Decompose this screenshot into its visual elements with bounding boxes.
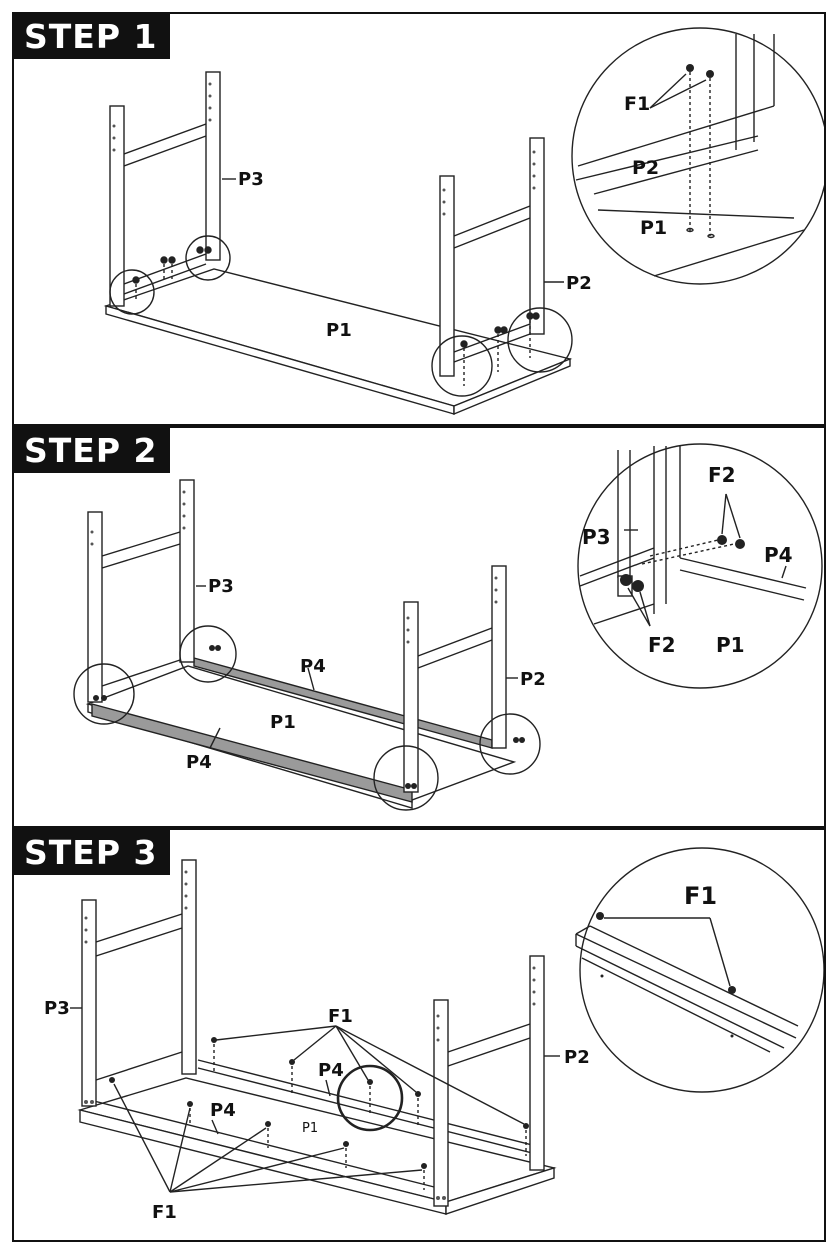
step-1-drawing: P3 P2 P1 F1 P2 P1 <box>103 27 824 416</box>
step-2-detail-label-p1: P1 <box>716 633 745 657</box>
step-3-detail-label-f1: F1 <box>684 882 717 910</box>
step-1-left-frame <box>109 71 221 307</box>
step-1-label-p2: P2 <box>566 273 592 294</box>
step-2-front-rail <box>91 703 413 803</box>
step-3-label-p3: P3 <box>44 998 70 1019</box>
step-2-title: STEP 2 <box>14 428 171 473</box>
step-2-drawing: P3 P2 P4 P1 P4 <box>73 443 823 811</box>
step-3-label-p4-back: P4 <box>318 1060 344 1081</box>
step-3-f1-leaders-top <box>215 1025 525 1125</box>
step-2-detail-label-f2-top: F2 <box>708 463 736 487</box>
step-1-title: STEP 1 <box>14 14 171 59</box>
step-3-f1-leaders-bottom <box>113 1083 423 1193</box>
step-3-label-f1-bottom: F1 <box>152 1202 177 1223</box>
step-2-callout-circle-2 <box>179 625 237 683</box>
step-1-callout-circle-2 <box>185 235 231 281</box>
step-3-detail-view <box>575 847 824 1093</box>
step-2-label-p3: P3 <box>208 576 234 597</box>
step-1-callout-circle-4 <box>507 307 573 373</box>
step-1-screw-guides <box>135 264 531 386</box>
step-3-label-p2: P2 <box>564 1047 590 1068</box>
step-2-label-p2: P2 <box>520 669 546 690</box>
step-2-callout-circle-3 <box>373 745 439 811</box>
step-2-left-frame <box>87 479 195 703</box>
step-3-panel: STEP 3 <box>12 828 826 1242</box>
step-1-detail-label-f1: F1 <box>624 93 650 115</box>
step-1-right-frame <box>439 137 545 377</box>
step-1-label-p3: P3 <box>238 169 264 190</box>
step-2-label-p4-front: P4 <box>186 752 212 773</box>
step-1-detail-label-p1: P1 <box>640 217 667 239</box>
step-1-detail-view <box>571 27 824 285</box>
step-1-label-p1: P1 <box>326 320 352 341</box>
step-1-detail-label-p2: P2 <box>632 157 659 179</box>
step-1-callout-circle-1 <box>109 269 155 315</box>
step-2-detail-label-p3: P3 <box>582 525 611 549</box>
step-2-detail-label-p4: P4 <box>764 543 793 567</box>
step-1-panel: STEP 1 <box>12 12 826 426</box>
step-3-label-p4-front: P4 <box>210 1100 236 1121</box>
step-3-screws <box>109 1037 529 1169</box>
step-3-right-frame <box>433 955 545 1207</box>
step-2-callout-circle-1 <box>73 663 135 725</box>
step-2-label-p1: P1 <box>270 712 296 733</box>
step-3-label-f1-top: F1 <box>328 1006 353 1027</box>
step-1-base-panel <box>103 268 573 416</box>
step-3-callout-circle <box>336 1064 404 1132</box>
step-3-base-panel <box>77 1059 557 1215</box>
step-3-title: STEP 3 <box>14 830 171 875</box>
step-2-callout-circle-4 <box>479 713 541 775</box>
step-2-panel: STEP 2 <box>12 426 826 828</box>
step-3-left-frame <box>81 859 197 1107</box>
step-1-screws <box>132 246 540 348</box>
step-3-label-p1: P1 <box>302 1121 318 1136</box>
step-2-label-p4-back: P4 <box>300 656 326 677</box>
step-3-drawing: P3 P2 F1 P4 P4 P1 F1 F1 <box>44 847 824 1223</box>
step-2-right-frame <box>403 565 507 793</box>
step-2-bolts <box>93 645 525 789</box>
step-2-detail-label-f2-bottom: F2 <box>648 633 676 657</box>
step-1-callout-circle-3 <box>431 335 493 397</box>
step-2-detail-view <box>577 443 823 689</box>
